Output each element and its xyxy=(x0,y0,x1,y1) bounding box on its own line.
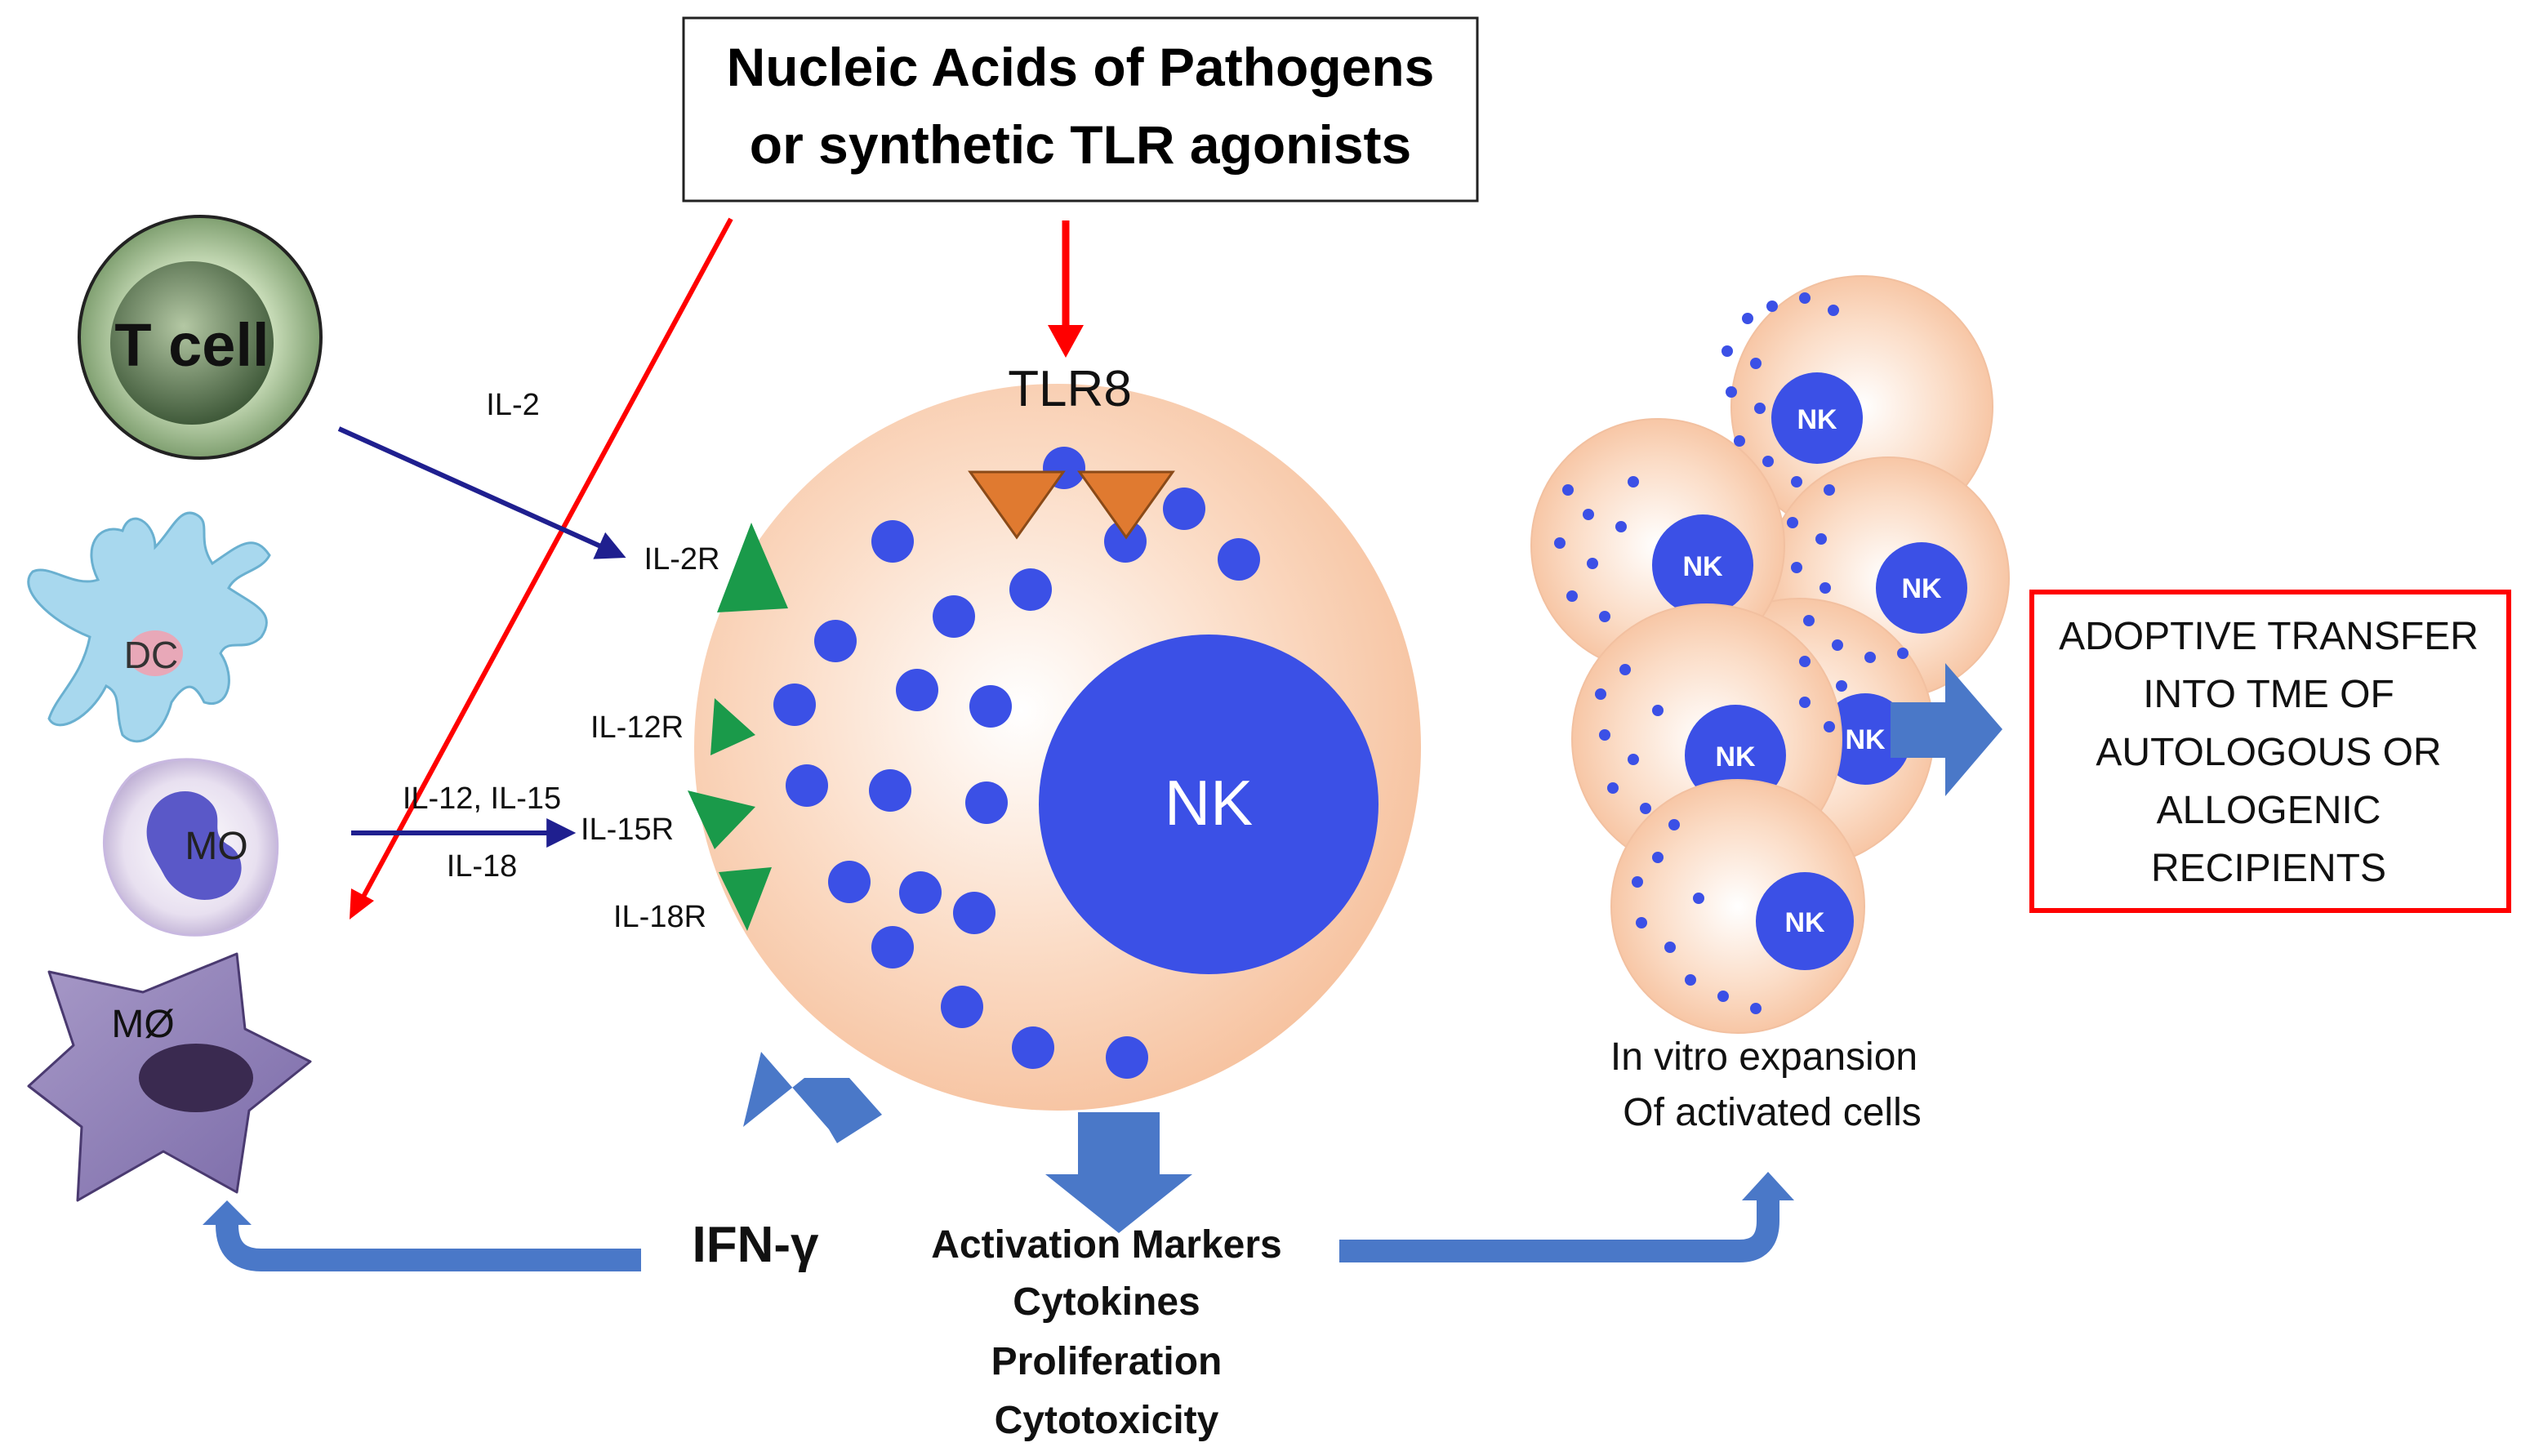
t-cell-label: T cell xyxy=(114,311,269,379)
macrophage-label: MØ xyxy=(111,1003,174,1046)
transfer-line: INTO TME OF xyxy=(2143,673,2394,716)
expanded-nk-label: NK xyxy=(1715,741,1756,773)
il2r-receptor xyxy=(717,523,788,612)
ifn-feedback-arrowhead xyxy=(203,1200,252,1225)
transfer-line: ALLOGENIC xyxy=(2157,789,2381,832)
il18-label: IL-18 xyxy=(447,849,518,884)
il2-arrow xyxy=(337,426,626,559)
expansion-flow-arrow xyxy=(1339,1199,1779,1262)
macrophage: MØ xyxy=(27,952,312,1202)
expanded-nk-cell: NK xyxy=(1610,779,1865,1034)
outcome-item: Cytotoxicity xyxy=(995,1399,1219,1442)
macrophage-stimulus-arrowhead xyxy=(350,888,374,919)
transfer-line: RECIPIENTS xyxy=(2151,847,2386,890)
monocyte: MO xyxy=(102,758,279,937)
macrophage-stimulus-arrow xyxy=(361,217,733,898)
source-box-line2: or synthetic TLR agonists xyxy=(750,114,1411,175)
expanded-nk-label: NK xyxy=(1682,551,1723,582)
outcomes-list: Activation Markers Cytokines Proliferati… xyxy=(931,1223,1282,1442)
transfer-arrow xyxy=(1891,663,2002,796)
outcomes-down-arrow xyxy=(1045,1112,1192,1233)
source-box: Nucleic Acids of Pathogens or synthetic … xyxy=(682,16,1479,203)
expansion-caption-line2: Of activated cells xyxy=(1623,1091,1921,1134)
expanded-nk-label: NK xyxy=(1845,724,1886,755)
tlr8-receptor-2 xyxy=(1077,470,1175,540)
mo-label: MO xyxy=(185,825,247,868)
expanded-granules xyxy=(1554,292,1909,1014)
t-cell: T cell xyxy=(78,215,323,460)
tlr8-receptor-1 xyxy=(968,470,1066,540)
tlr8-stimulus-arrowhead xyxy=(1048,325,1084,358)
il2-label: IL-2 xyxy=(486,388,539,422)
dendritic-cell: DC xyxy=(27,511,271,743)
expanded-nk-label: NK xyxy=(1901,573,1942,604)
expansion-caption-line1: In vitro expansion xyxy=(1610,1035,1917,1079)
il15r-receptor xyxy=(688,790,755,849)
ifn-gamma-label: IFN-γ xyxy=(693,1217,820,1273)
nk-granules xyxy=(773,447,1260,1079)
outcome-item: Proliferation xyxy=(991,1340,1223,1383)
adoptive-transfer-box: ADOPTIVE TRANSFER INTO TME OF AUTOLOGOUS… xyxy=(2029,590,2511,913)
nk-expansion-cluster: NK NK NK NK NK NK xyxy=(1530,275,2010,1034)
nk-nucleus xyxy=(1039,634,1379,974)
il12r-receptor xyxy=(710,698,755,755)
ifn-feedback-arrow xyxy=(216,1223,641,1271)
il15r-label: IL-15R xyxy=(581,813,674,847)
il2r-label: IL-2R xyxy=(644,542,720,577)
ifn-output-arrow xyxy=(743,1052,882,1143)
dc-label: DC xyxy=(124,634,178,676)
transfer-line: ADOPTIVE TRANSFER xyxy=(2059,615,2479,658)
outcome-item: Cytokines xyxy=(1013,1280,1200,1324)
outcome-item: Activation Markers xyxy=(931,1223,1282,1267)
transfer-line: AUTOLOGOUS OR xyxy=(2096,731,2441,774)
nk-nucleus-label: NK xyxy=(1165,767,1253,839)
il18r-label: IL-18R xyxy=(613,900,706,934)
il12-il15-label: IL-12, IL-15 xyxy=(403,781,561,816)
il18r-receptor xyxy=(719,867,772,931)
source-box-line1: Nucleic Acids of Pathogens xyxy=(727,37,1435,97)
nk-cell-main: NK xyxy=(694,384,1421,1111)
expansion-flow-arrowhead xyxy=(1742,1172,1794,1200)
il12r-label: IL-12R xyxy=(590,710,684,745)
tlr8-label: TLR8 xyxy=(1008,361,1132,417)
expanded-nk-label: NK xyxy=(1784,907,1825,938)
expanded-nk-label: NK xyxy=(1797,404,1837,435)
